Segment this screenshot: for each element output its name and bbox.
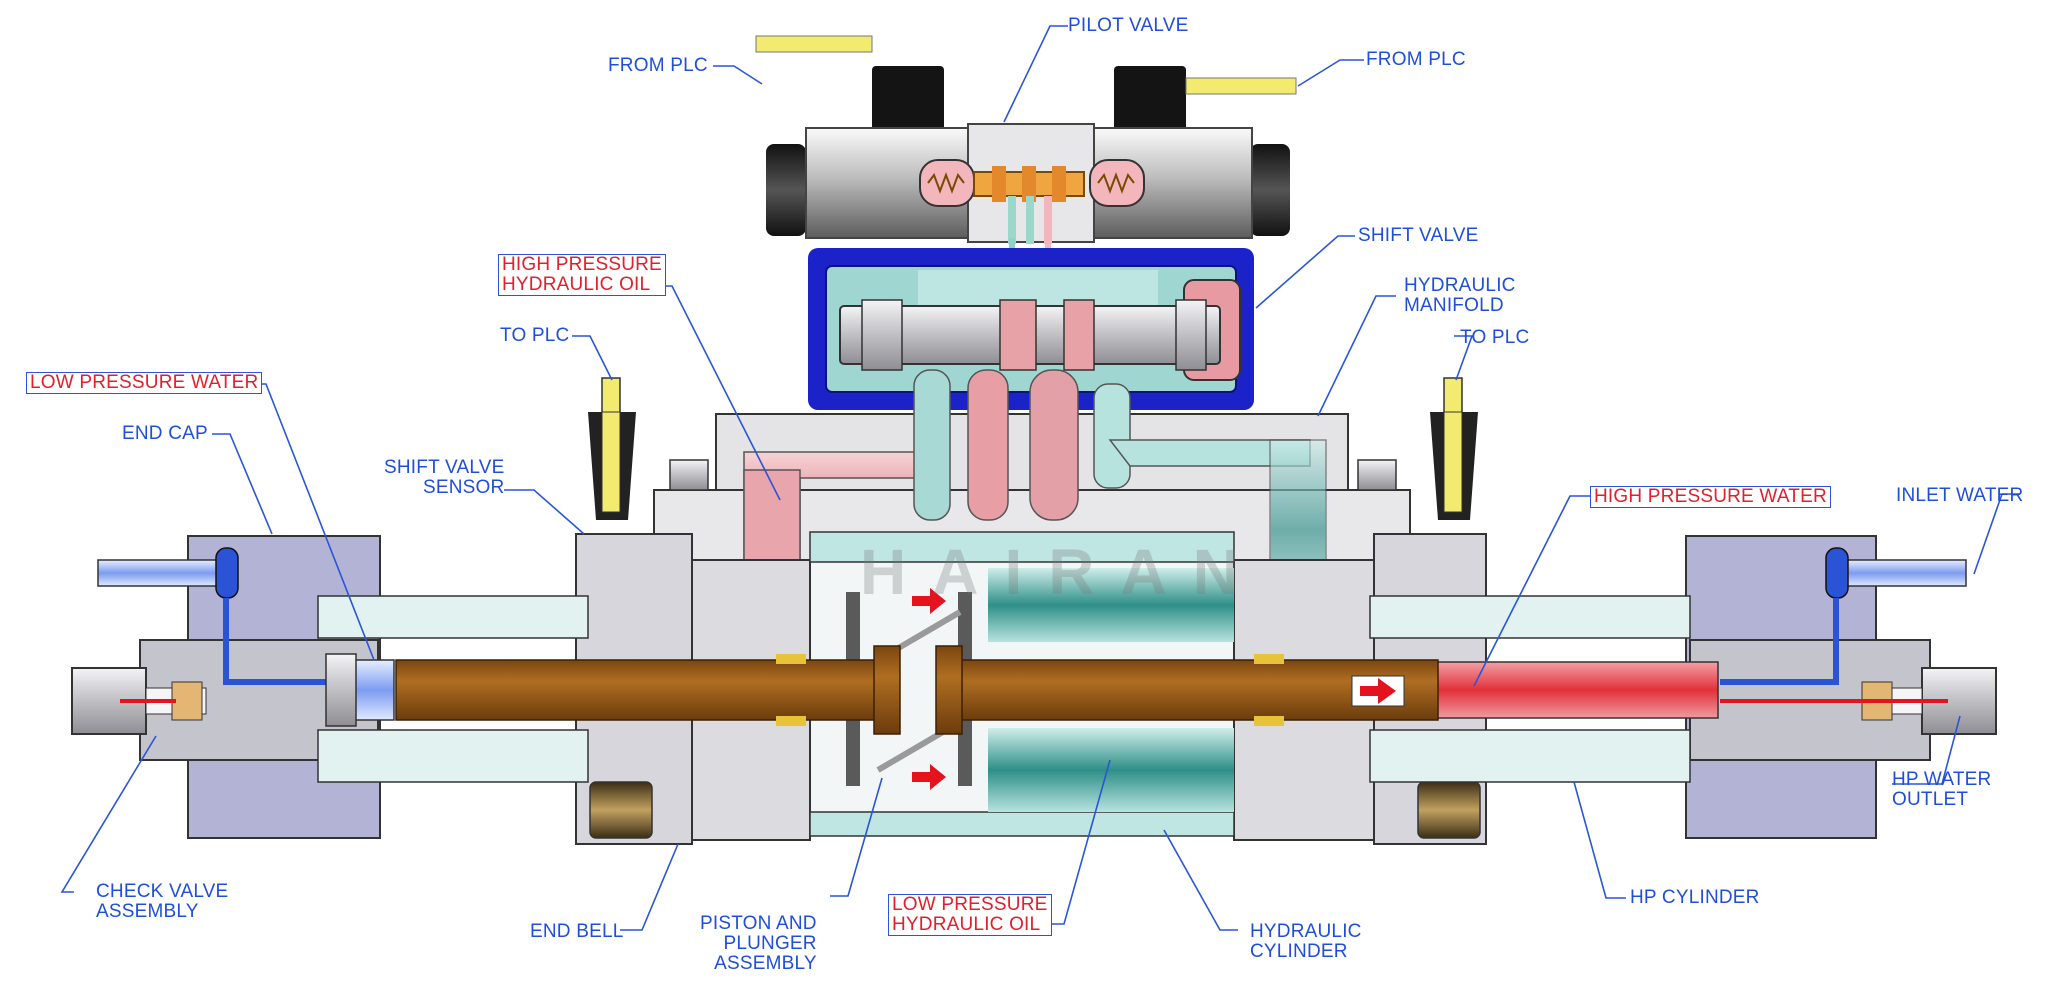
- shift-valve-label: SHIFT VALVE: [1358, 225, 1479, 246]
- arrow-icon: [912, 588, 946, 614]
- end-bell-label: END BELL: [530, 921, 624, 942]
- from-plc-left-label: FROM PLC: [608, 55, 708, 76]
- to-plc-left-label: TO PLC: [500, 325, 570, 346]
- arrow-icon: [912, 764, 946, 790]
- low-pressure-water-label: LOW PRESSURE WATER: [26, 372, 263, 394]
- hairan-watermark: HAIRAN: [860, 536, 1265, 608]
- shift-valve: [808, 248, 1254, 410]
- to-plc-right-label: TO PLC: [1460, 327, 1530, 348]
- shift-valve-sensors: [588, 35, 1478, 520]
- end-cap-label: END CAP: [122, 423, 208, 444]
- flow-arrows: [912, 588, 1405, 790]
- from-plc-right-label: FROM PLC: [1366, 49, 1466, 70]
- arrow-icon: [1360, 678, 1396, 704]
- pilot-valve-label: PILOT VALVE: [1068, 15, 1189, 36]
- high-pressure-water-label: HIGH PRESSURE WATER: [1590, 486, 1831, 508]
- right-hp-cylinder: [1369, 595, 1719, 783]
- left-hp-cylinder: [317, 595, 589, 783]
- inlet-water-label: INLET WATER: [1896, 485, 2024, 506]
- hp-cylinder-label: HP CYLINDER: [1630, 887, 1760, 908]
